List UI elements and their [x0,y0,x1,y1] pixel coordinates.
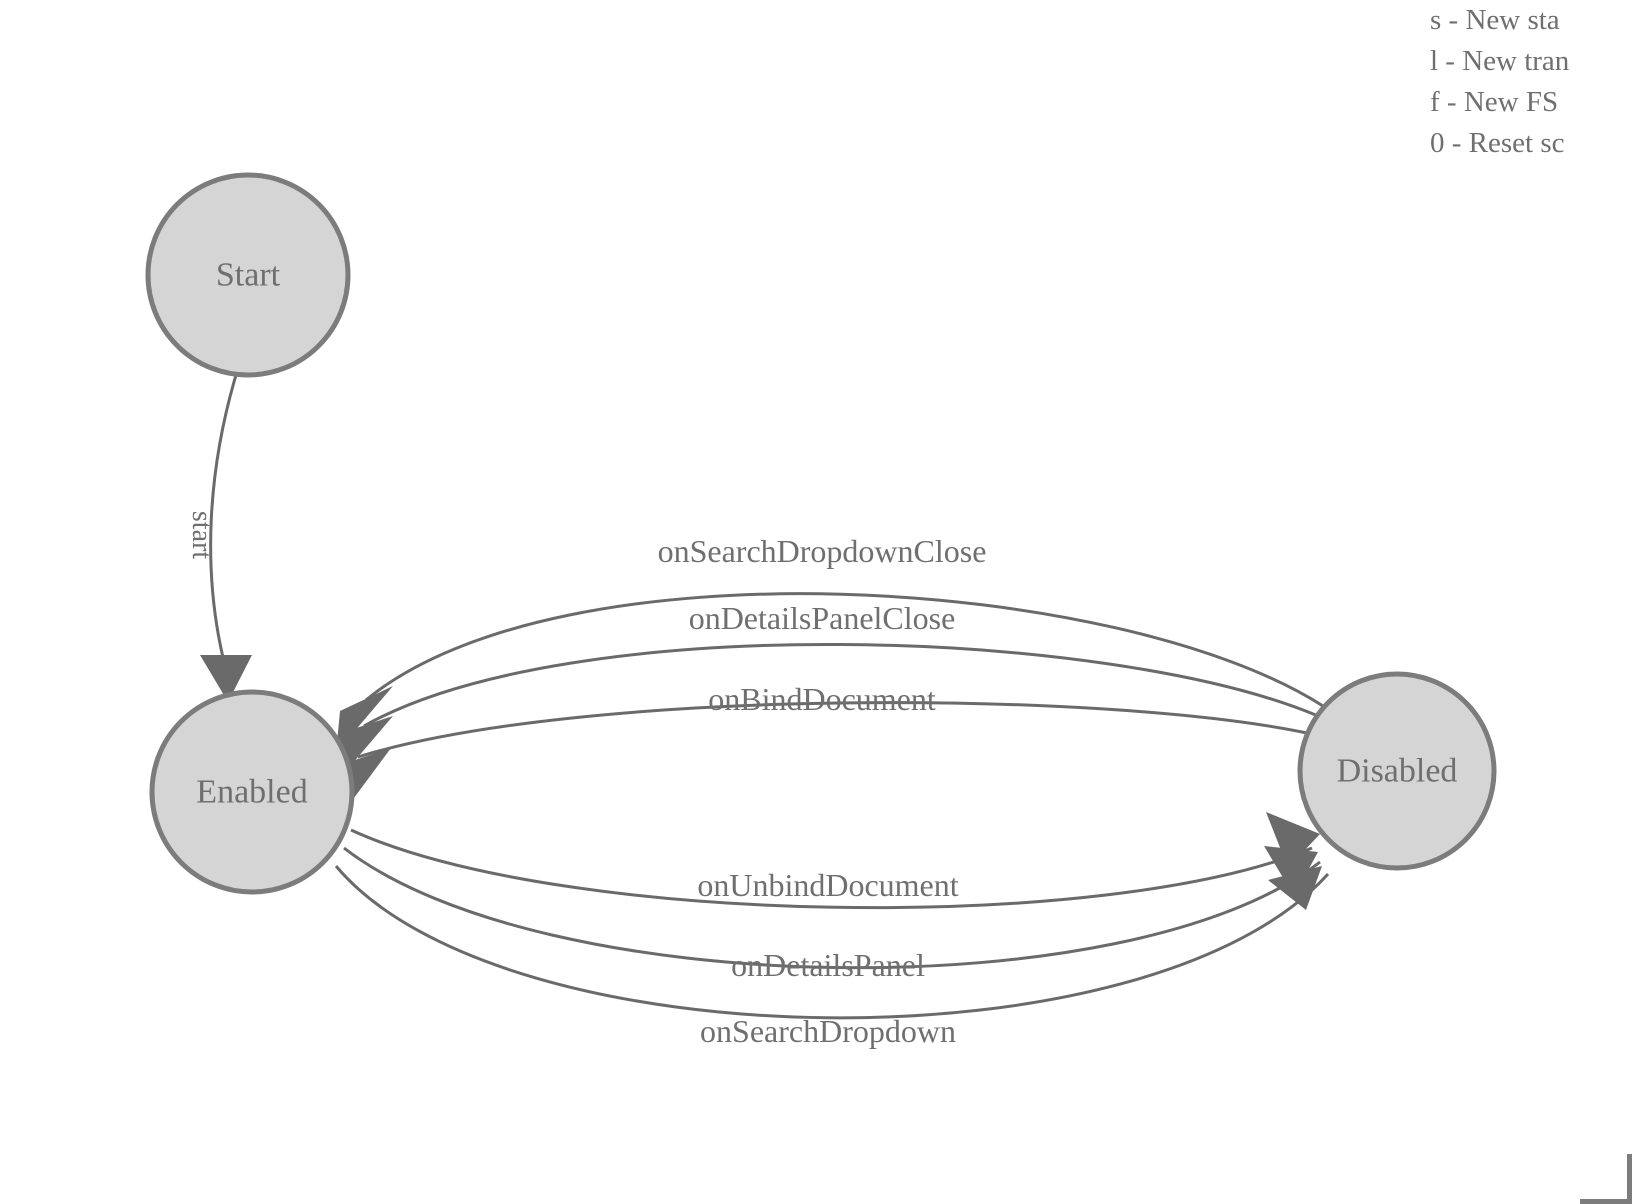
arrowhead-ondetailspanel [1264,846,1318,896]
edge-enabled-to-disabled-onsearchdropdown[interactable] [334,865,1330,1020]
node-enabled-label: Enabled [196,774,307,811]
node-disabled[interactable]: Disabled [1297,671,1497,871]
nodes-group: Start Enabled Disabled [145,172,1497,895]
edge-path-onsearchdropdownclose [365,592,1324,708]
node-disabled-circle[interactable] [1297,671,1497,871]
edge-start-to-enabled[interactable] [200,374,252,702]
edge-path-onbinddocument [357,701,1308,759]
node-disabled-label: Disabled [1337,753,1458,790]
edge-path-ondetailspanel [343,846,1321,970]
node-enabled[interactable]: Enabled [149,689,355,895]
edge-path-onsearchdropdown [334,865,1330,1020]
resize-corner-handle[interactable] [1580,1154,1632,1204]
node-start-circle[interactable] [145,172,351,378]
edge-label-onunbinddocument: onUnbindDocument [697,867,958,903]
arrowhead-onsearchdropdown [1268,866,1322,910]
edge-enabled-to-disabled-onunbinddocument[interactable] [350,812,1320,910]
edge-label-ondetailspanelclose: onDetailsPanelClose [689,600,956,636]
node-enabled-circle[interactable] [149,689,355,895]
arrowhead-onunbinddocument [1266,812,1320,868]
edge-path-onunbinddocument [350,828,1313,910]
edge-label-onsearchdropdown: onSearchDropdown [700,1013,956,1049]
edge-path-ondetailspanelclose [363,643,1319,728]
edge-disabled-to-enabled-onbinddocument[interactable] [340,701,1308,806]
edge-labels-group: start onSearchDropdownClose onDetailsPan… [186,511,986,1049]
arrowhead-start-enabled [200,655,252,702]
edge-label-onsearchdropdownclose: onSearchDropdownClose [658,533,987,569]
node-start[interactable]: Start [145,172,351,378]
edge-path-start-enabled [209,374,238,663]
edge-label-ondetailspanel: onDetailsPanel [731,947,925,983]
edge-enabled-to-disabled-ondetailspanel[interactable] [343,846,1321,970]
edge-label-start: start [186,511,217,559]
edge-label-onbinddocument: onBindDocument [708,681,936,717]
node-start-label: Start [216,257,281,294]
edges-group [200,374,1330,1020]
